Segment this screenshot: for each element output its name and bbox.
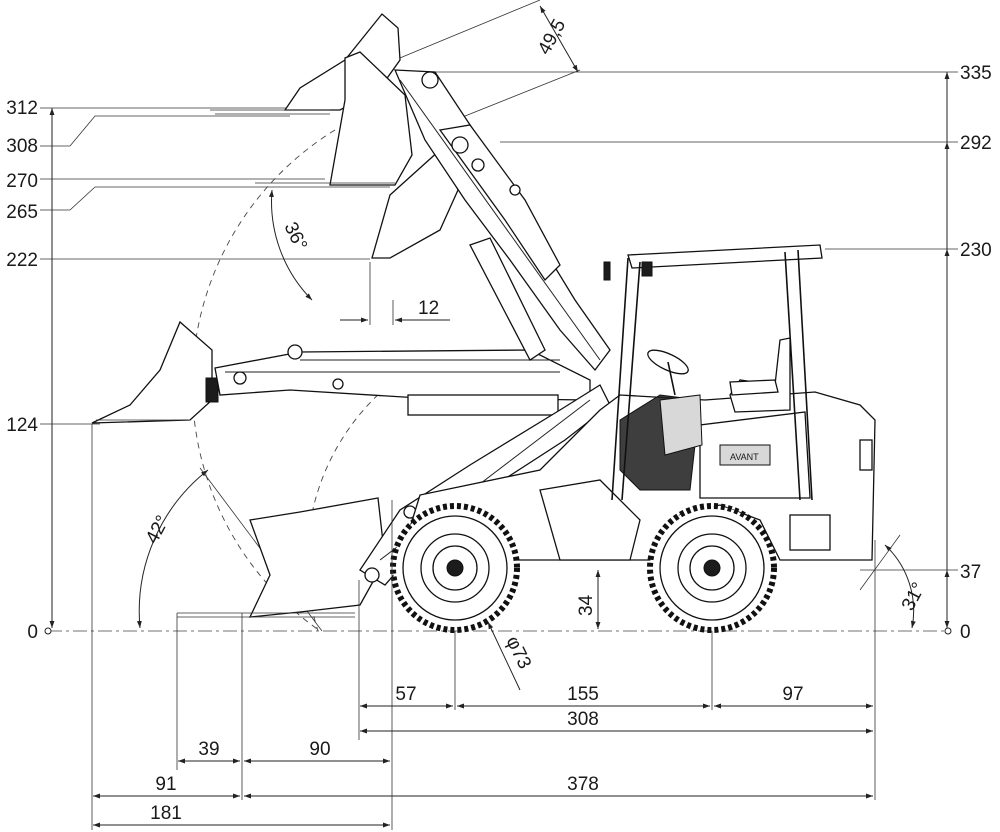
- dim-label-378: 378: [567, 774, 599, 795]
- height-label-308: 308: [6, 136, 38, 157]
- rear-wheel: [647, 503, 777, 633]
- height-label-265: 265: [6, 202, 38, 223]
- operator-seat: [729, 337, 791, 413]
- height-label-230: 230: [960, 240, 992, 261]
- dim-label-97: 97: [782, 684, 803, 705]
- dim-label-57: 57: [395, 684, 416, 705]
- dump-offset-dimension: [340, 262, 450, 325]
- lift-cylinder: [469, 237, 546, 361]
- dim-label-39: 39: [198, 739, 219, 760]
- left-height-axis: [40, 107, 390, 628]
- bucket-dump-high: [255, 51, 413, 186]
- dim-label-155: 155: [567, 684, 599, 705]
- angle-label-36: 36°: [280, 219, 311, 254]
- height-label-292: 292: [960, 133, 992, 154]
- brand-badge: AVANT: [730, 452, 759, 462]
- dump-offset-label: 12: [418, 298, 439, 319]
- horizontal-dimensions: [91, 424, 876, 830]
- dim-label-181: 181: [150, 803, 182, 824]
- height-label-37: 37: [960, 562, 981, 583]
- arm-top-label: 49,5: [534, 16, 570, 59]
- height-label-124: 124: [6, 415, 38, 436]
- front-wheel: [390, 503, 520, 633]
- height-label-222: 222: [6, 250, 38, 271]
- clearance-label: 34: [576, 594, 597, 616]
- bucket-ground: [177, 497, 386, 618]
- height-label-335: 335: [960, 63, 992, 84]
- tire-diameter-leader: [487, 621, 521, 691]
- height-label-270: 270: [6, 171, 38, 192]
- height-label-0-left: 0: [27, 622, 38, 643]
- angle-label-42: 42°: [142, 512, 174, 547]
- steering-wheel: [647, 349, 689, 396]
- dim-label-91: 91: [155, 774, 176, 795]
- right-height-axis: [430, 71, 958, 628]
- angle-label-31: 31°: [898, 579, 930, 614]
- rops-frame: [603, 244, 823, 501]
- boom-raised: [393, 69, 611, 372]
- ground-line: [44, 627, 952, 635]
- dim-label-308: 308: [567, 709, 599, 730]
- height-label-0-right: 0: [960, 622, 971, 643]
- tire-diameter-label: φ73: [502, 633, 536, 672]
- bucket-mid-height: [91, 320, 219, 424]
- height-label-312: 312: [6, 98, 38, 119]
- engine-block: [619, 394, 703, 491]
- dim-label-90: 90: [309, 739, 330, 760]
